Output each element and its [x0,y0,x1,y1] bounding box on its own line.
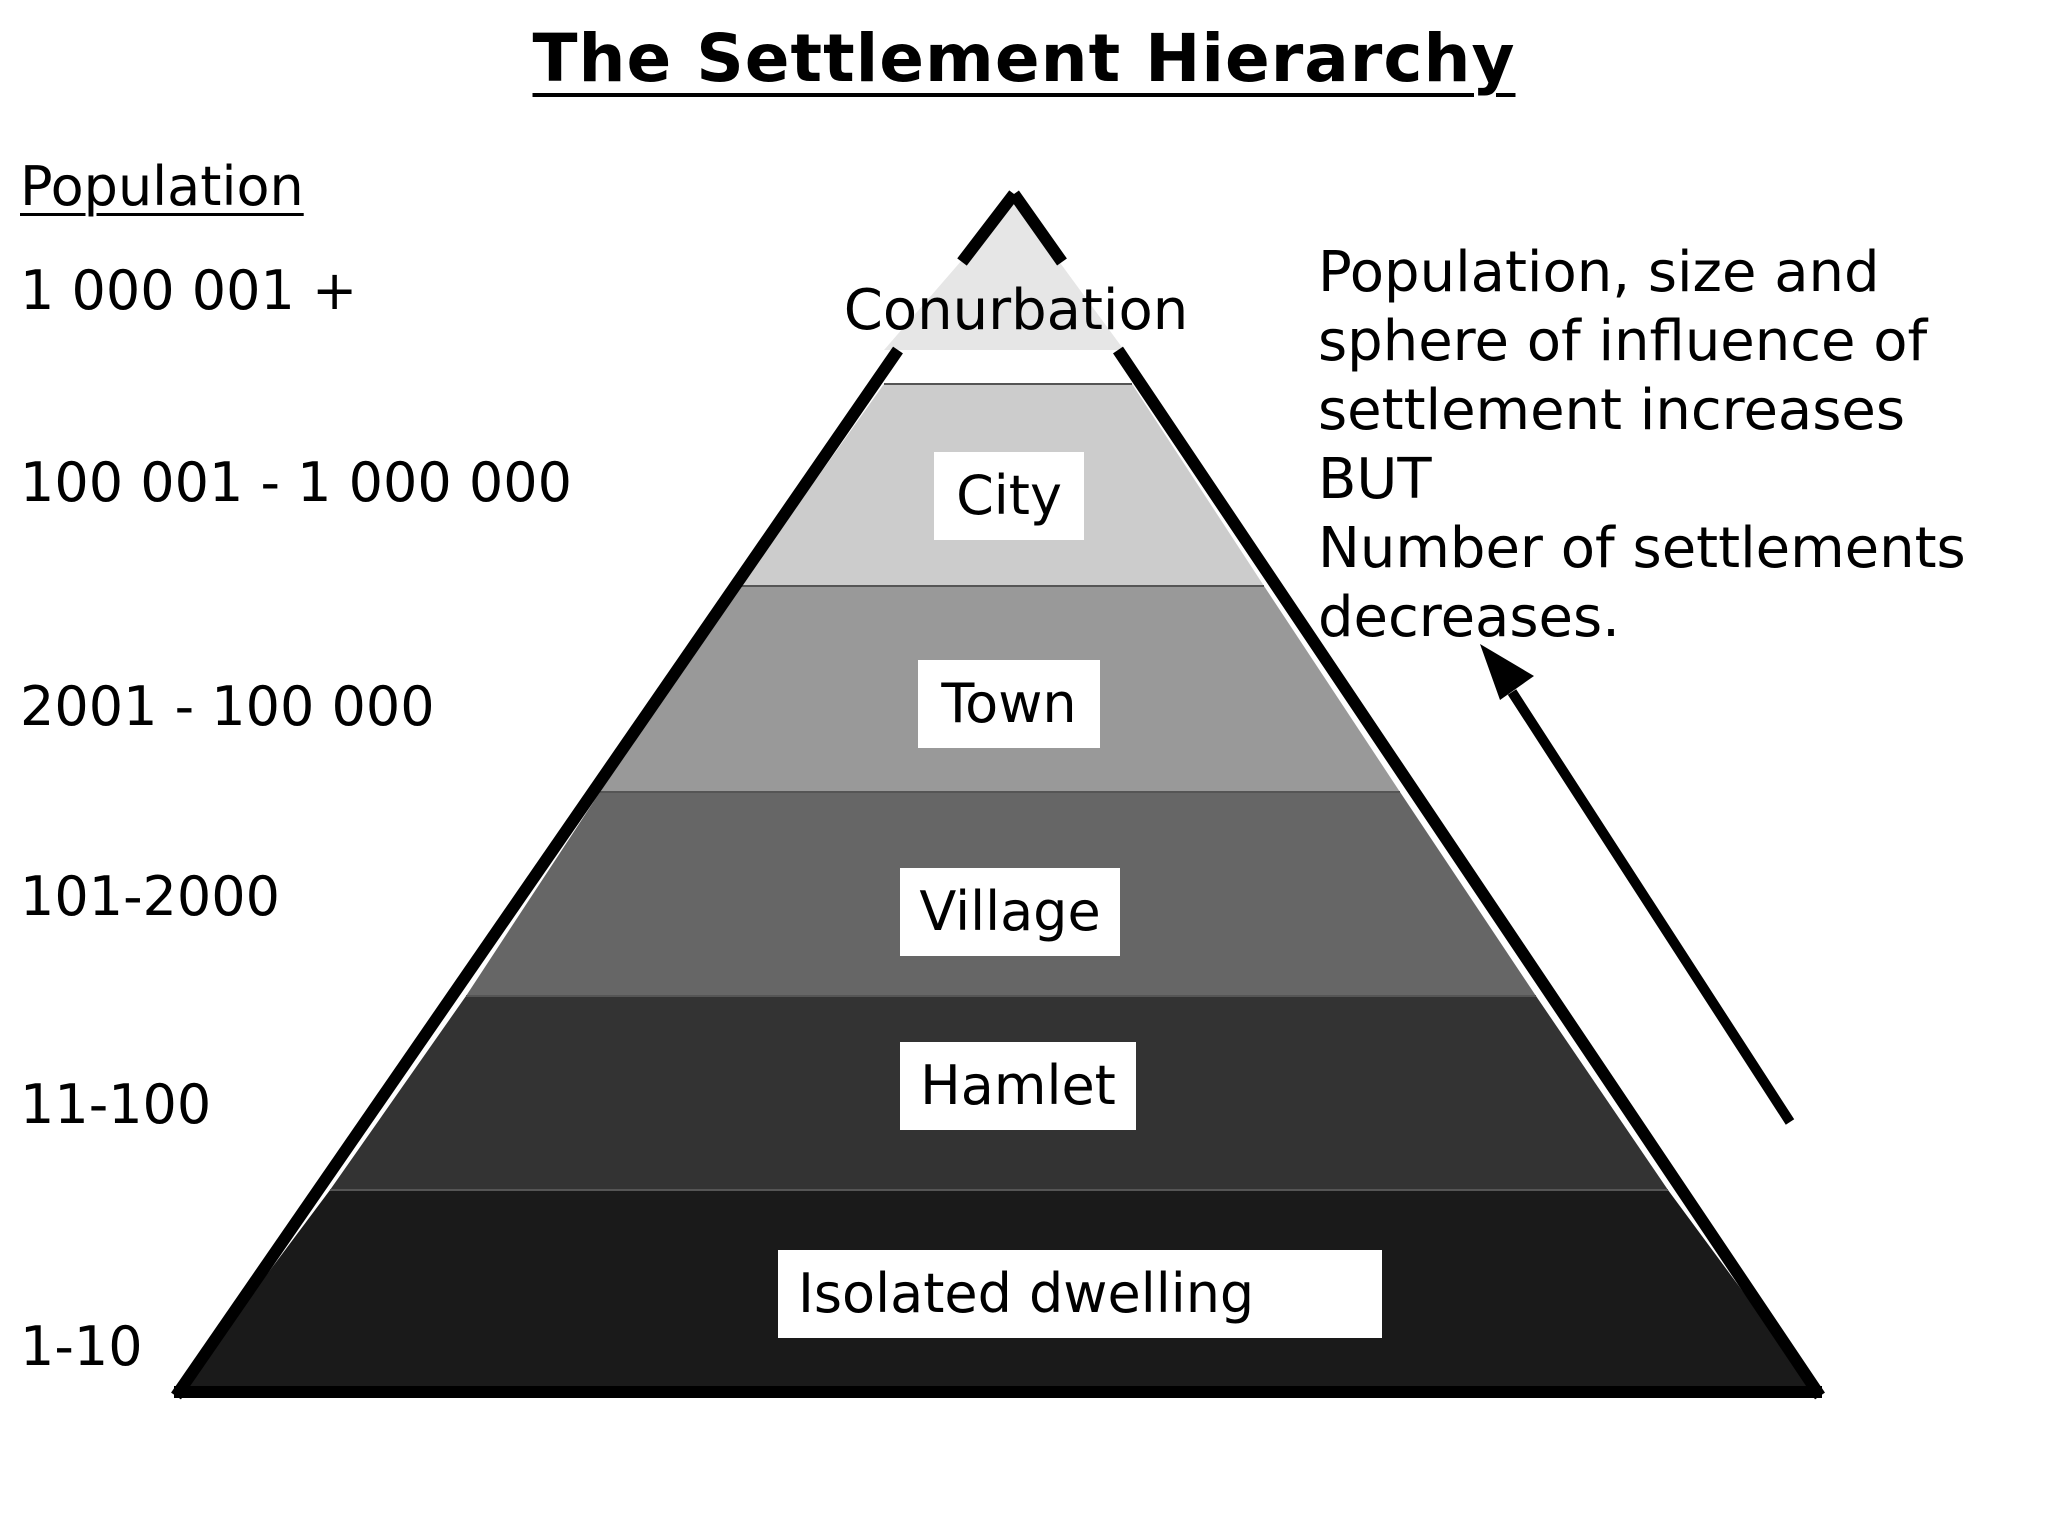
note-line: decreases. [1318,585,1620,650]
population-heading: Population [20,155,304,218]
tier-label-city: City [934,452,1084,540]
population-range-hamlet: 11-100 [20,1073,212,1136]
population-range-conurbation: 1 000 001 + [20,259,358,322]
note-line: Population, size and [1318,240,1880,305]
tier-label-village: Village [900,868,1120,956]
note-line: BUT [1318,447,1432,512]
note-line: Number of settlements [1318,516,1966,581]
tier-band-conurbation [884,200,1124,350]
tier-dividers [330,383,1668,1191]
population-range-city: 100 001 - 1 000 000 [20,451,572,514]
tier-label-hamlet: Hamlet [900,1042,1136,1130]
note-line: settlement increases [1318,378,1906,443]
increase-arrow [1480,644,1795,1125]
hierarchy-note: Population, size and sphere of influence… [1318,238,2018,652]
population-range-town: 2001 - 100 000 [20,675,435,738]
pyramid-outline [171,190,1825,1400]
note-line: sphere of influence of [1318,309,1928,374]
tier-label-town: Town [918,660,1100,748]
diagram-title: The Settlement Hierarchy [532,20,1516,97]
population-range-isolated-dwelling: 1-10 [20,1315,143,1378]
population-range-village: 101-2000 [20,865,280,928]
tier-label-isolated-dwelling: Isolated dwelling [778,1250,1382,1338]
tier-label-conurbation: Conurbation [843,278,1189,343]
arrowhead-icon [1480,644,1534,700]
